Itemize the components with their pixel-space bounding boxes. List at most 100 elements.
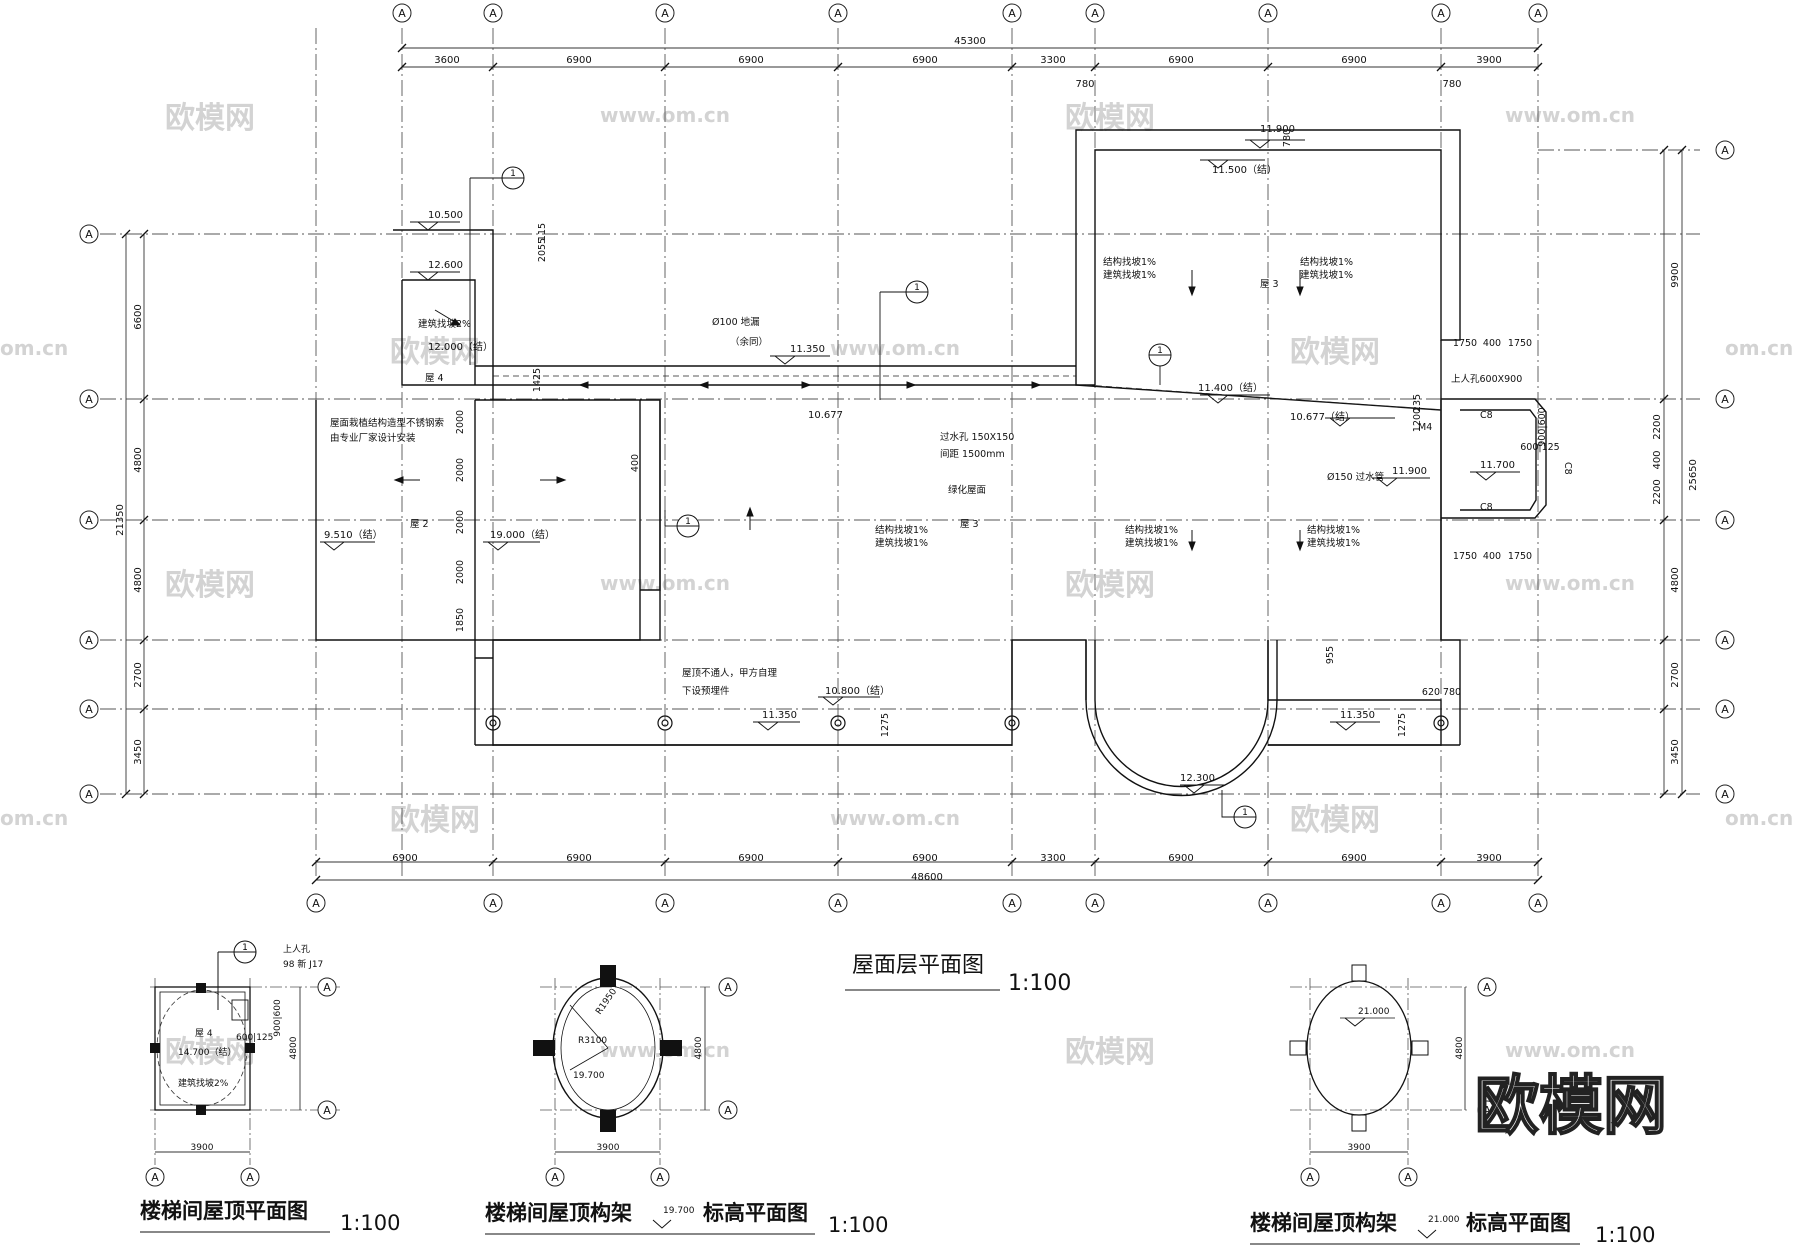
svg-text:1275: 1275 [880, 713, 891, 737]
svg-text:建筑找坡1%: 建筑找坡1% [1103, 269, 1156, 281]
svg-text:3300: 3300 [1040, 55, 1065, 66]
svg-text:A: A [661, 897, 669, 910]
sub3-scale: 1:100 [1595, 1223, 1656, 1247]
svg-text:A: A [1091, 897, 1099, 910]
svg-text:400: 400 [630, 454, 641, 472]
svg-text:A: A [85, 634, 93, 647]
svg-text:4800: 4800 [133, 447, 144, 472]
svg-text:A: A [1721, 144, 1729, 157]
slope-arrows [393, 270, 1304, 552]
svg-text:C8: C8 [1480, 410, 1493, 421]
svg-text:A: A [1721, 788, 1729, 801]
dim-text-top: 45300 3600 6900 6900 6900 3300 6900 6900… [434, 36, 1501, 90]
svg-text:4800: 4800 [1670, 567, 1681, 592]
watermark-url: www.om.cn [830, 806, 960, 830]
svg-text:1750: 1750 [1453, 338, 1477, 349]
svg-text:由专业厂家设计安装: 由专业厂家设计安装 [330, 432, 416, 444]
svg-text:A: A [1437, 897, 1445, 910]
svg-text:10.677: 10.677 [808, 410, 843, 421]
svg-text:建筑找坡1%: 建筑找坡1% [1300, 269, 1353, 281]
svg-text:A: A [1404, 1171, 1412, 1184]
svg-text:1275: 1275 [1397, 713, 1408, 737]
svg-text:11.700: 11.700 [1480, 460, 1515, 471]
svg-text:11.900: 11.900 [1260, 124, 1295, 135]
watermark: 欧模网 [1290, 803, 1380, 838]
svg-text:A: A [398, 7, 406, 20]
sub2-elev: 19.700 [663, 1206, 695, 1216]
svg-text:1750: 1750 [1453, 551, 1477, 562]
svg-text:4800: 4800 [133, 567, 144, 592]
svg-text:400: 400 [1483, 551, 1501, 562]
svg-text:2000: 2000 [455, 410, 466, 434]
svg-text:A: A [1306, 1171, 1314, 1184]
svg-text:Ø100 地漏: Ø100 地漏 [712, 316, 760, 328]
svg-text:1425: 1425 [532, 368, 543, 392]
watermark: 欧模网 [1065, 568, 1155, 603]
svg-text:2000: 2000 [455, 560, 466, 584]
svg-text:21.000: 21.000 [1358, 1007, 1390, 1017]
svg-text:11.400（结）: 11.400（结） [1198, 381, 1263, 394]
dim-total-left: 21350 [115, 504, 126, 536]
svg-text:4800: 4800 [1455, 1036, 1465, 1059]
svg-text:9900: 9900 [1670, 262, 1681, 287]
svg-text:1: 1 [1242, 808, 1248, 818]
svg-text:结构找坡1%: 结构找坡1% [1125, 524, 1178, 536]
svg-text:6900: 6900 [1341, 55, 1366, 66]
svg-text:780: 780 [1442, 79, 1461, 90]
svg-text:19.700: 19.700 [573, 1071, 605, 1081]
svg-text:C8: C8 [1562, 462, 1573, 475]
svg-text:1200: 1200 [1412, 408, 1423, 432]
watermark: 欧模网 [165, 101, 255, 136]
svg-text:98 新 J17: 98 新 J17 [283, 958, 323, 970]
svg-text:屋 3: 屋 3 [960, 519, 979, 530]
svg-text:400: 400 [1652, 450, 1663, 469]
svg-text:1: 1 [1157, 346, 1163, 356]
svg-text:A: A [85, 703, 93, 716]
svg-text:600|125: 600|125 [1520, 442, 1559, 453]
dim-total-right: 25650 [1688, 459, 1699, 491]
section-leaders [469, 177, 1234, 818]
svg-text:A: A [85, 228, 93, 241]
watermark-large: 欧模网 [1475, 1070, 1667, 1144]
svg-text:A: A [1721, 634, 1729, 647]
sub1-scale: 1:100 [340, 1211, 401, 1235]
svg-text:A: A [489, 897, 497, 910]
sub3-title-b: 标高平面图 [1466, 1211, 1571, 1235]
svg-text:A: A [1264, 7, 1272, 20]
svg-text:建筑找坡1%: 建筑找坡1% [1125, 537, 1178, 549]
svg-text:4800: 4800 [694, 1036, 704, 1059]
watermark: 欧模网 [1290, 335, 1380, 370]
svg-text:结构找坡1%: 结构找坡1% [1300, 256, 1353, 268]
watermark-url: www.om.cn [1505, 571, 1635, 595]
grid-bubbles-left [79, 224, 99, 804]
grid-bubble-labels-right: AA AA AA [1721, 144, 1729, 801]
svg-text:2700: 2700 [1670, 662, 1681, 687]
svg-text:1750: 1750 [1508, 551, 1532, 562]
dimension-lines [125, 47, 1683, 881]
svg-text:A: A [323, 1104, 331, 1117]
svg-text:1: 1 [510, 169, 516, 179]
svg-text:3300: 3300 [1040, 853, 1065, 864]
svg-text:屋 3: 屋 3 [1260, 279, 1279, 290]
svg-text:1750: 1750 [1508, 338, 1532, 349]
svg-text:11.350: 11.350 [790, 344, 825, 355]
svg-text:6900: 6900 [392, 853, 417, 864]
svg-text:1: 1 [914, 283, 920, 293]
svg-text:结构找坡1%: 结构找坡1% [1307, 524, 1360, 536]
svg-text:R3100: R3100 [578, 1036, 607, 1046]
svg-text:6900: 6900 [566, 55, 591, 66]
svg-text:A: A [323, 981, 331, 994]
svg-text:2000: 2000 [455, 510, 466, 534]
grid-bubbles-top [392, 3, 1548, 23]
dim-text-right: 9900 2200 400 2200 4800 2700 3450 25650 [1652, 262, 1699, 764]
svg-text:A: A [1483, 981, 1491, 994]
grid-bubbles-right [1715, 140, 1735, 804]
svg-text:A: A [834, 897, 842, 910]
svg-text:3600: 3600 [434, 55, 459, 66]
svg-text:14.700（结）: 14.700（结） [178, 1046, 237, 1058]
dim-total-top: 45300 [954, 36, 986, 47]
svg-text:C8: C8 [1480, 502, 1493, 513]
